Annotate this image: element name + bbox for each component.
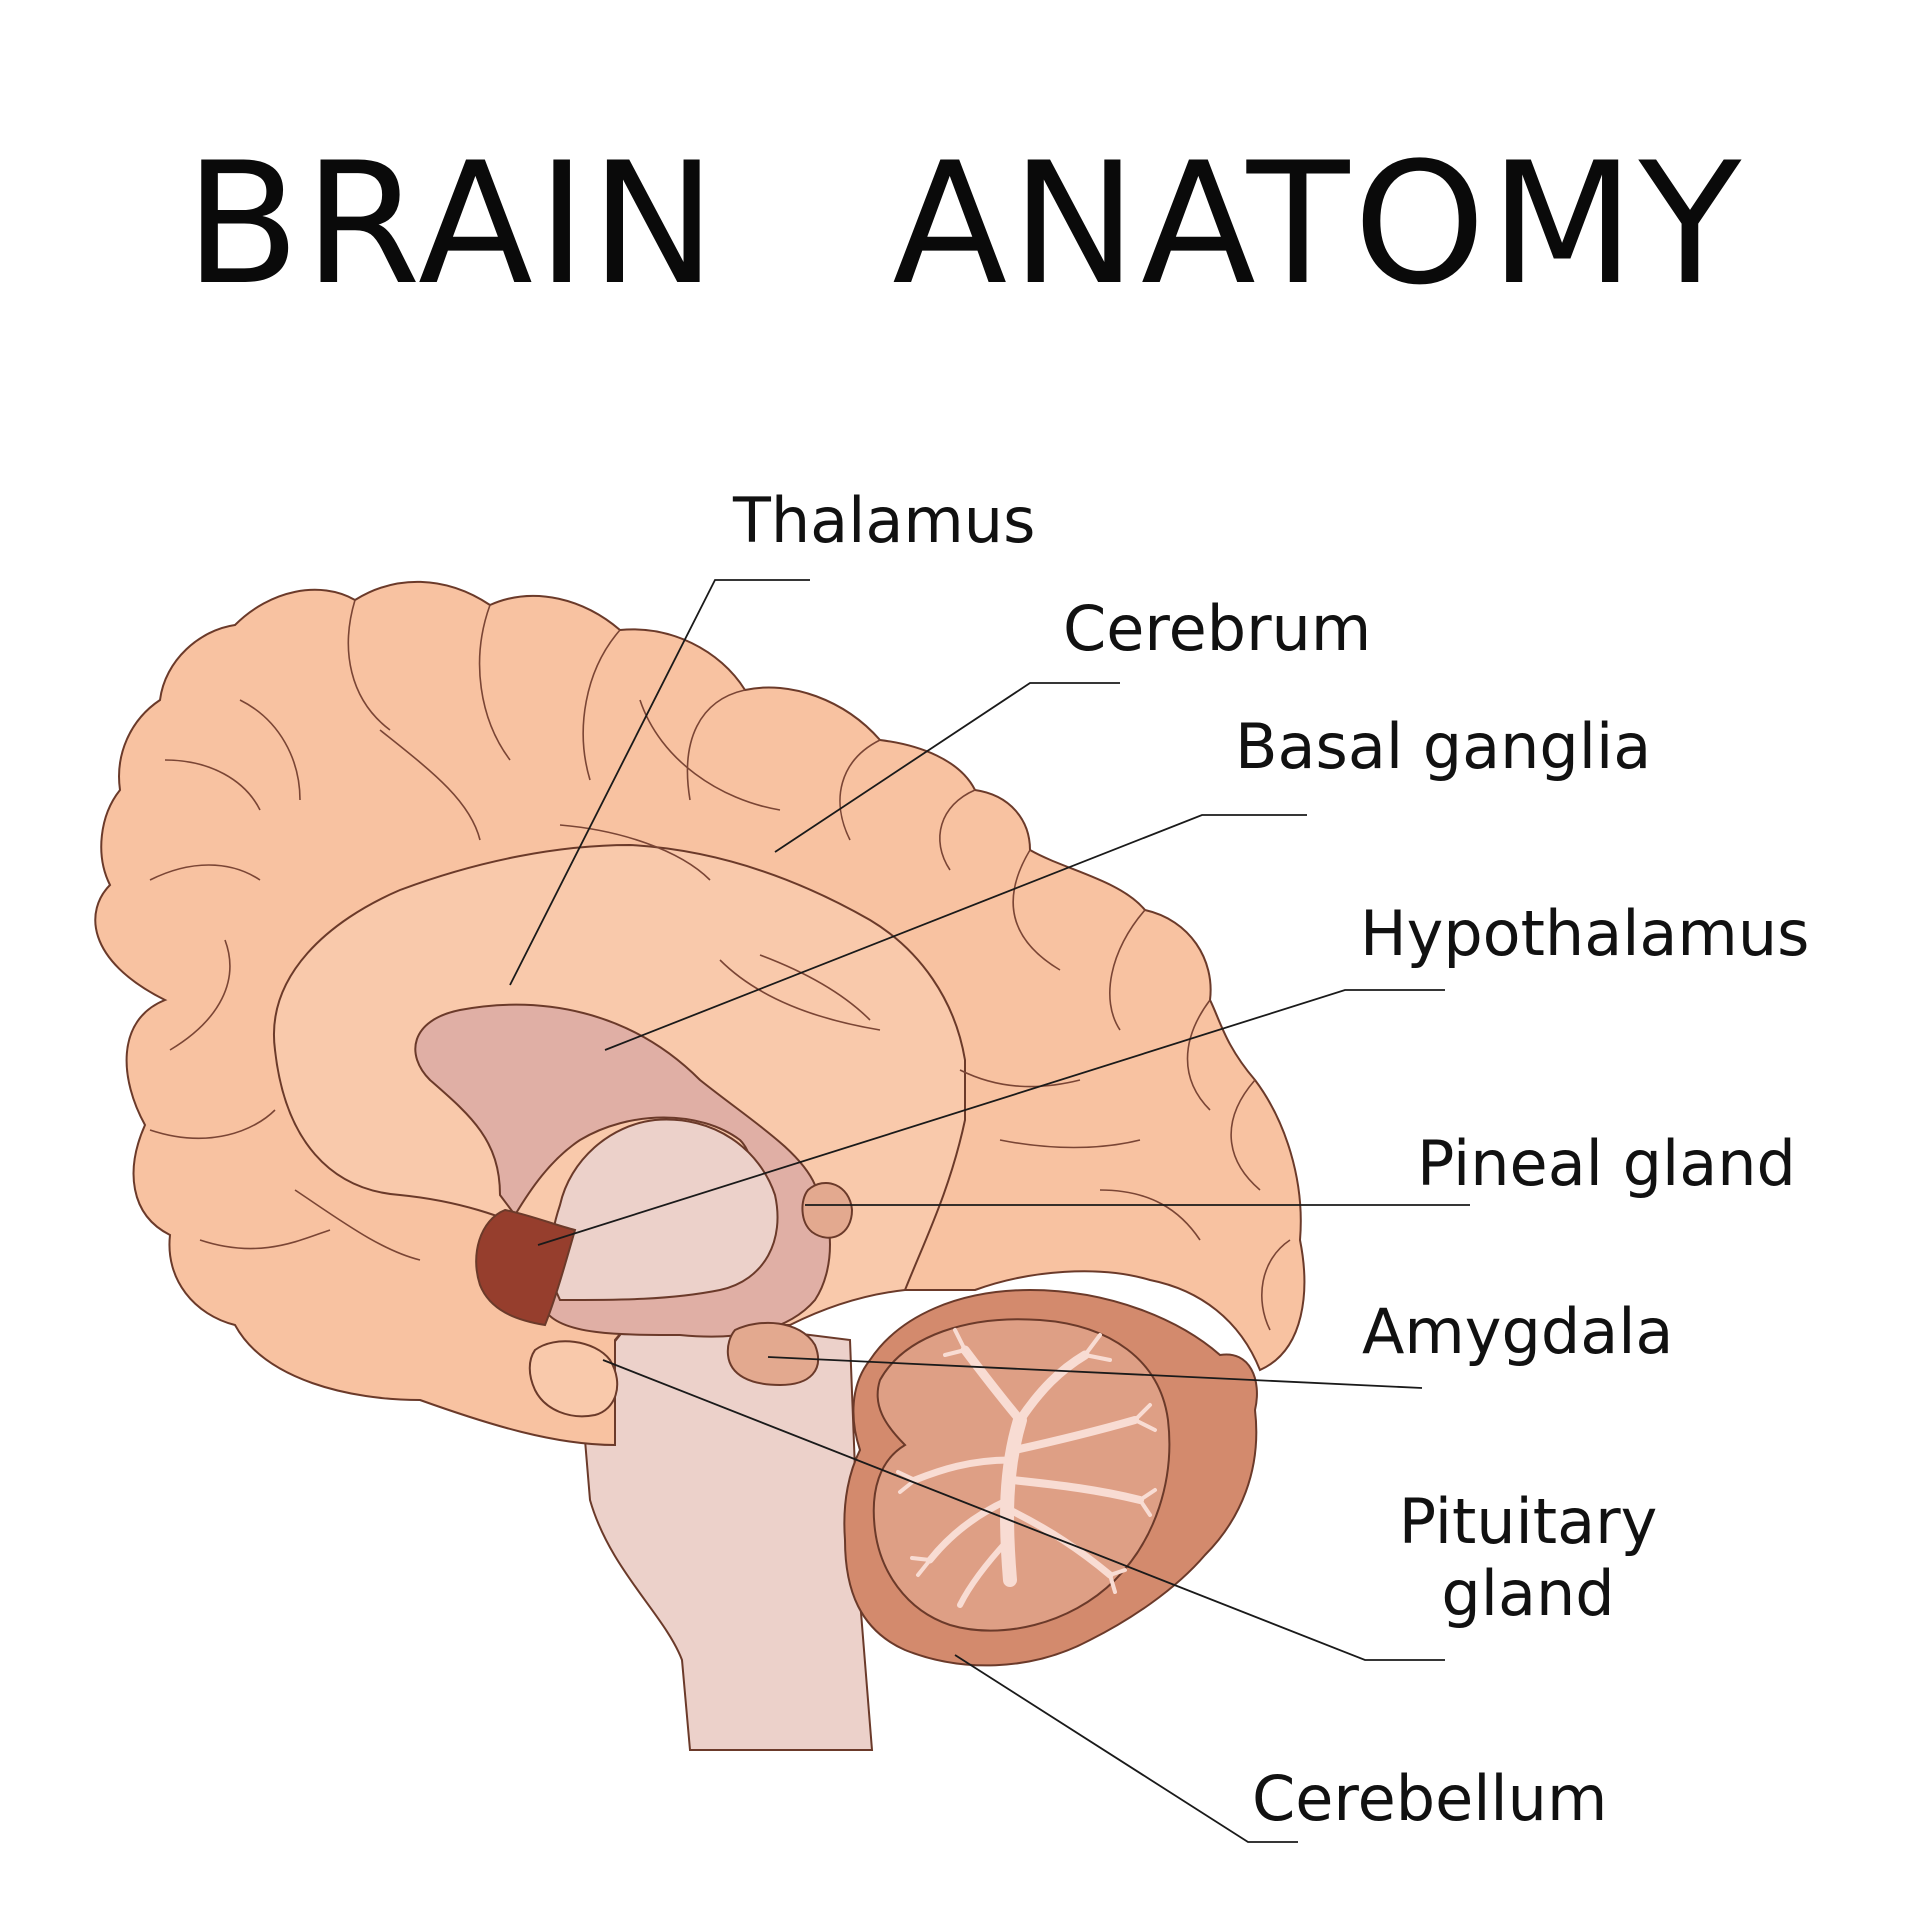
hypothalamus (475, 1208, 577, 1327)
leader-basal-ganglia (604, 814, 1307, 1051)
cerebellum-inner-lobe (872, 1318, 1171, 1632)
leader-cerebrum (774, 682, 1120, 853)
arbor-vitae-branch (1108, 1568, 1127, 1594)
label-cerebrum: Cerebrum (1063, 592, 1371, 665)
leader-hypothalamus (537, 989, 1445, 1246)
arbor-vitae-branch (926, 1496, 1012, 1564)
thalamus-core (549, 1118, 779, 1302)
leader-amygdala (767, 1356, 1423, 1389)
pituitary-gland (528, 1340, 619, 1418)
label-pituitary-line1: Pituitary (1399, 1485, 1658, 1558)
label-thalamus: Thalamus (732, 484, 1035, 557)
labels: Thalamus Cerebrum Basal ganglia Hypothal… (732, 484, 1809, 1835)
leader-pituitary-gland (602, 1359, 1445, 1661)
leader-cerebellum (954, 1654, 1298, 1843)
brainstem (583, 1308, 874, 1751)
label-hypothalamus: Hypothalamus (1360, 897, 1809, 970)
diagram-title: BRAIN ANATOMY (185, 126, 1745, 322)
arbor-vitae-branch (1000, 1413, 1027, 1587)
label-pituitary-line2: gland (1441, 1557, 1614, 1630)
amygdala (726, 1321, 820, 1387)
arbor-vitae-branch (1138, 1488, 1157, 1517)
pineal-gland (801, 1181, 854, 1239)
leader-lines (509, 579, 1470, 1843)
label-pineal-gland: Pineal gland (1417, 1127, 1796, 1200)
arbor-vitae-branch (911, 1456, 1014, 1484)
leader-thalamus (509, 579, 810, 986)
arbor-vitae-branch (1133, 1403, 1157, 1432)
arbor-vitae-branch (1083, 1333, 1112, 1362)
arbor-vitae-branch (957, 1537, 1011, 1608)
arbor-vitae-branch (1015, 1350, 1090, 1425)
label-basal-ganglia: Basal ganglia (1235, 710, 1651, 783)
arbor-vitae-branch (960, 1345, 1025, 1425)
arbor-vitae-branch (910, 1556, 932, 1577)
cortex-folds (149, 599, 1291, 1331)
label-cerebellum: Cerebellum (1252, 1762, 1607, 1835)
label-amygdala: Amygdala (1362, 1295, 1673, 1368)
arbor-vitae-branch (1008, 1476, 1144, 1504)
arbor-vitae-branch (943, 1328, 967, 1357)
arbor-vitae (896, 1328, 1157, 1608)
arbor-vitae-branch (1011, 1416, 1139, 1454)
